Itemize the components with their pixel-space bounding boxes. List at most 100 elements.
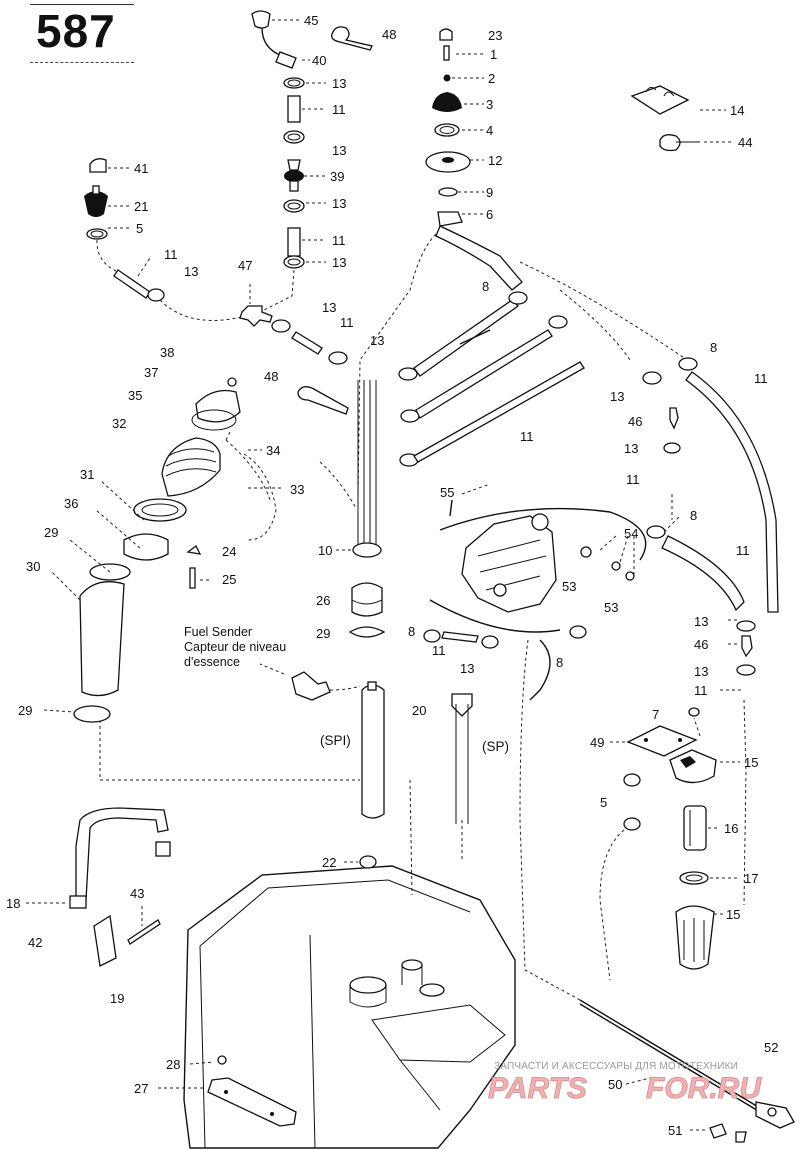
callout-23: 23 xyxy=(488,28,502,43)
callout-47: 47 xyxy=(238,258,252,273)
callout-46: 46 xyxy=(694,637,708,652)
callout-54: 54 xyxy=(624,526,638,541)
pump-cap-stack xyxy=(425,28,523,291)
fuel-tank xyxy=(183,865,516,1149)
callout-11: 11 xyxy=(520,429,534,444)
callout-13: 13 xyxy=(332,196,346,211)
callout-40: 40 xyxy=(312,53,326,68)
callout-7: 7 xyxy=(652,707,659,722)
callout-3: 3 xyxy=(486,97,493,112)
callout-10: 10 xyxy=(318,543,332,558)
callout-21: 21 xyxy=(134,199,148,214)
callout-15: 15 xyxy=(726,907,740,922)
callout-32: 32 xyxy=(112,416,126,431)
callout-5: 5 xyxy=(600,795,607,810)
callout-13: 13 xyxy=(624,441,638,456)
callout-11: 11 xyxy=(432,643,446,658)
callout-15: 15 xyxy=(744,755,758,770)
callout-53: 53 xyxy=(562,579,576,594)
callout-48: 48 xyxy=(382,27,396,42)
page-number: 587 xyxy=(36,5,116,57)
callout-24: 24 xyxy=(222,544,236,559)
spi-variant-label: (SPI) xyxy=(320,733,351,748)
callout-13: 13 xyxy=(332,255,346,270)
sp-variant-label: (SP) xyxy=(482,739,509,754)
callout-8: 8 xyxy=(482,279,489,294)
callout-9: 9 xyxy=(486,185,493,200)
callout-13: 13 xyxy=(370,333,384,348)
callout-52: 52 xyxy=(764,1040,778,1055)
callout-11: 11 xyxy=(332,102,346,117)
callout-1: 1 xyxy=(490,47,497,62)
callout-29: 29 xyxy=(44,525,58,540)
fuel-sender-label-fr-2: d'essence xyxy=(184,655,240,669)
callout-51: 51 xyxy=(668,1123,682,1138)
callout-34: 34 xyxy=(266,443,280,458)
callout-45: 45 xyxy=(304,13,318,28)
vent-routing-lines xyxy=(96,233,747,1001)
callout-50: 50 xyxy=(608,1077,622,1092)
callout-8: 8 xyxy=(710,340,717,355)
callout-11: 11 xyxy=(694,683,708,698)
callout-2: 2 xyxy=(488,71,495,86)
callout-11: 11 xyxy=(164,247,178,262)
callout-13: 13 xyxy=(332,143,346,158)
callout-46: 46 xyxy=(628,414,642,429)
callout-13: 13 xyxy=(610,389,624,404)
callout-22: 22 xyxy=(322,855,336,870)
callout-8: 8 xyxy=(690,508,697,523)
callout-28: 28 xyxy=(166,1057,180,1072)
fuel-sender-pickups xyxy=(291,671,473,869)
callout-16: 16 xyxy=(724,821,738,836)
callout-13: 13 xyxy=(322,300,336,315)
callout-31: 31 xyxy=(80,467,94,482)
callout-36: 36 xyxy=(64,496,78,511)
filler-neck-group xyxy=(73,377,349,723)
tank-strap xyxy=(207,1055,297,1127)
left-vent-assembly xyxy=(84,158,165,302)
callout-49: 49 xyxy=(590,735,604,750)
callout-11: 11 xyxy=(332,233,346,248)
callout-5: 5 xyxy=(136,221,143,236)
callout-37: 37 xyxy=(144,365,158,380)
callout-48: 48 xyxy=(264,369,278,384)
callout-39: 39 xyxy=(330,169,344,184)
callout-27: 27 xyxy=(134,1081,148,1096)
callout-29: 29 xyxy=(316,626,330,641)
vent-assembly xyxy=(251,10,305,269)
vertical-tube-bundle xyxy=(348,380,386,638)
callout-19: 19 xyxy=(110,991,124,1006)
fuel-pump-body xyxy=(429,499,647,633)
callout-13: 13 xyxy=(694,664,708,679)
text-labels: Fuel Sender Capteur de niveau d'essence … xyxy=(184,625,509,754)
callout-13: 13 xyxy=(184,264,198,279)
callout-13: 13 xyxy=(694,614,708,629)
rear-bracket xyxy=(69,807,171,967)
callout-numbers: 45 48 40 13 11 13 39 13 11 13 23 1 2 3 4… xyxy=(6,13,778,1138)
watermark-brand-right: FOR.RU xyxy=(646,1072,762,1105)
callout-29: 29 xyxy=(18,703,32,718)
fuel-sender-label: Fuel Sender xyxy=(184,625,252,639)
callout-12: 12 xyxy=(488,153,502,168)
callout-14: 14 xyxy=(730,103,744,118)
callout-11: 11 xyxy=(626,472,640,487)
page-number-rule-bottom xyxy=(30,62,134,63)
watermark-brand-left: PARTS xyxy=(488,1072,587,1105)
tee-and-hoses xyxy=(239,291,585,467)
callout-13: 13 xyxy=(332,76,346,91)
callout-11: 11 xyxy=(736,543,750,558)
callout-11: 11 xyxy=(340,315,354,330)
page-number-rule-top xyxy=(30,4,134,5)
callout-20: 20 xyxy=(412,703,426,718)
fuel-sender-label-fr: Capteur de niveau xyxy=(184,640,286,654)
callout-8: 8 xyxy=(408,624,415,639)
callout-44: 44 xyxy=(738,135,752,150)
watermark: ЗАПЧАСТИ И АКСЕССУАРЫ ДЛЯ МОТОТЕХНИКИ PA… xyxy=(488,1061,763,1105)
leader-lines xyxy=(26,19,742,1131)
strap-clips-top xyxy=(331,26,700,152)
callout-53: 53 xyxy=(604,600,618,615)
callout-18: 18 xyxy=(6,896,20,911)
gauge-rod xyxy=(579,999,795,1143)
callout-11: 11 xyxy=(754,371,768,386)
callout-8: 8 xyxy=(556,655,563,670)
